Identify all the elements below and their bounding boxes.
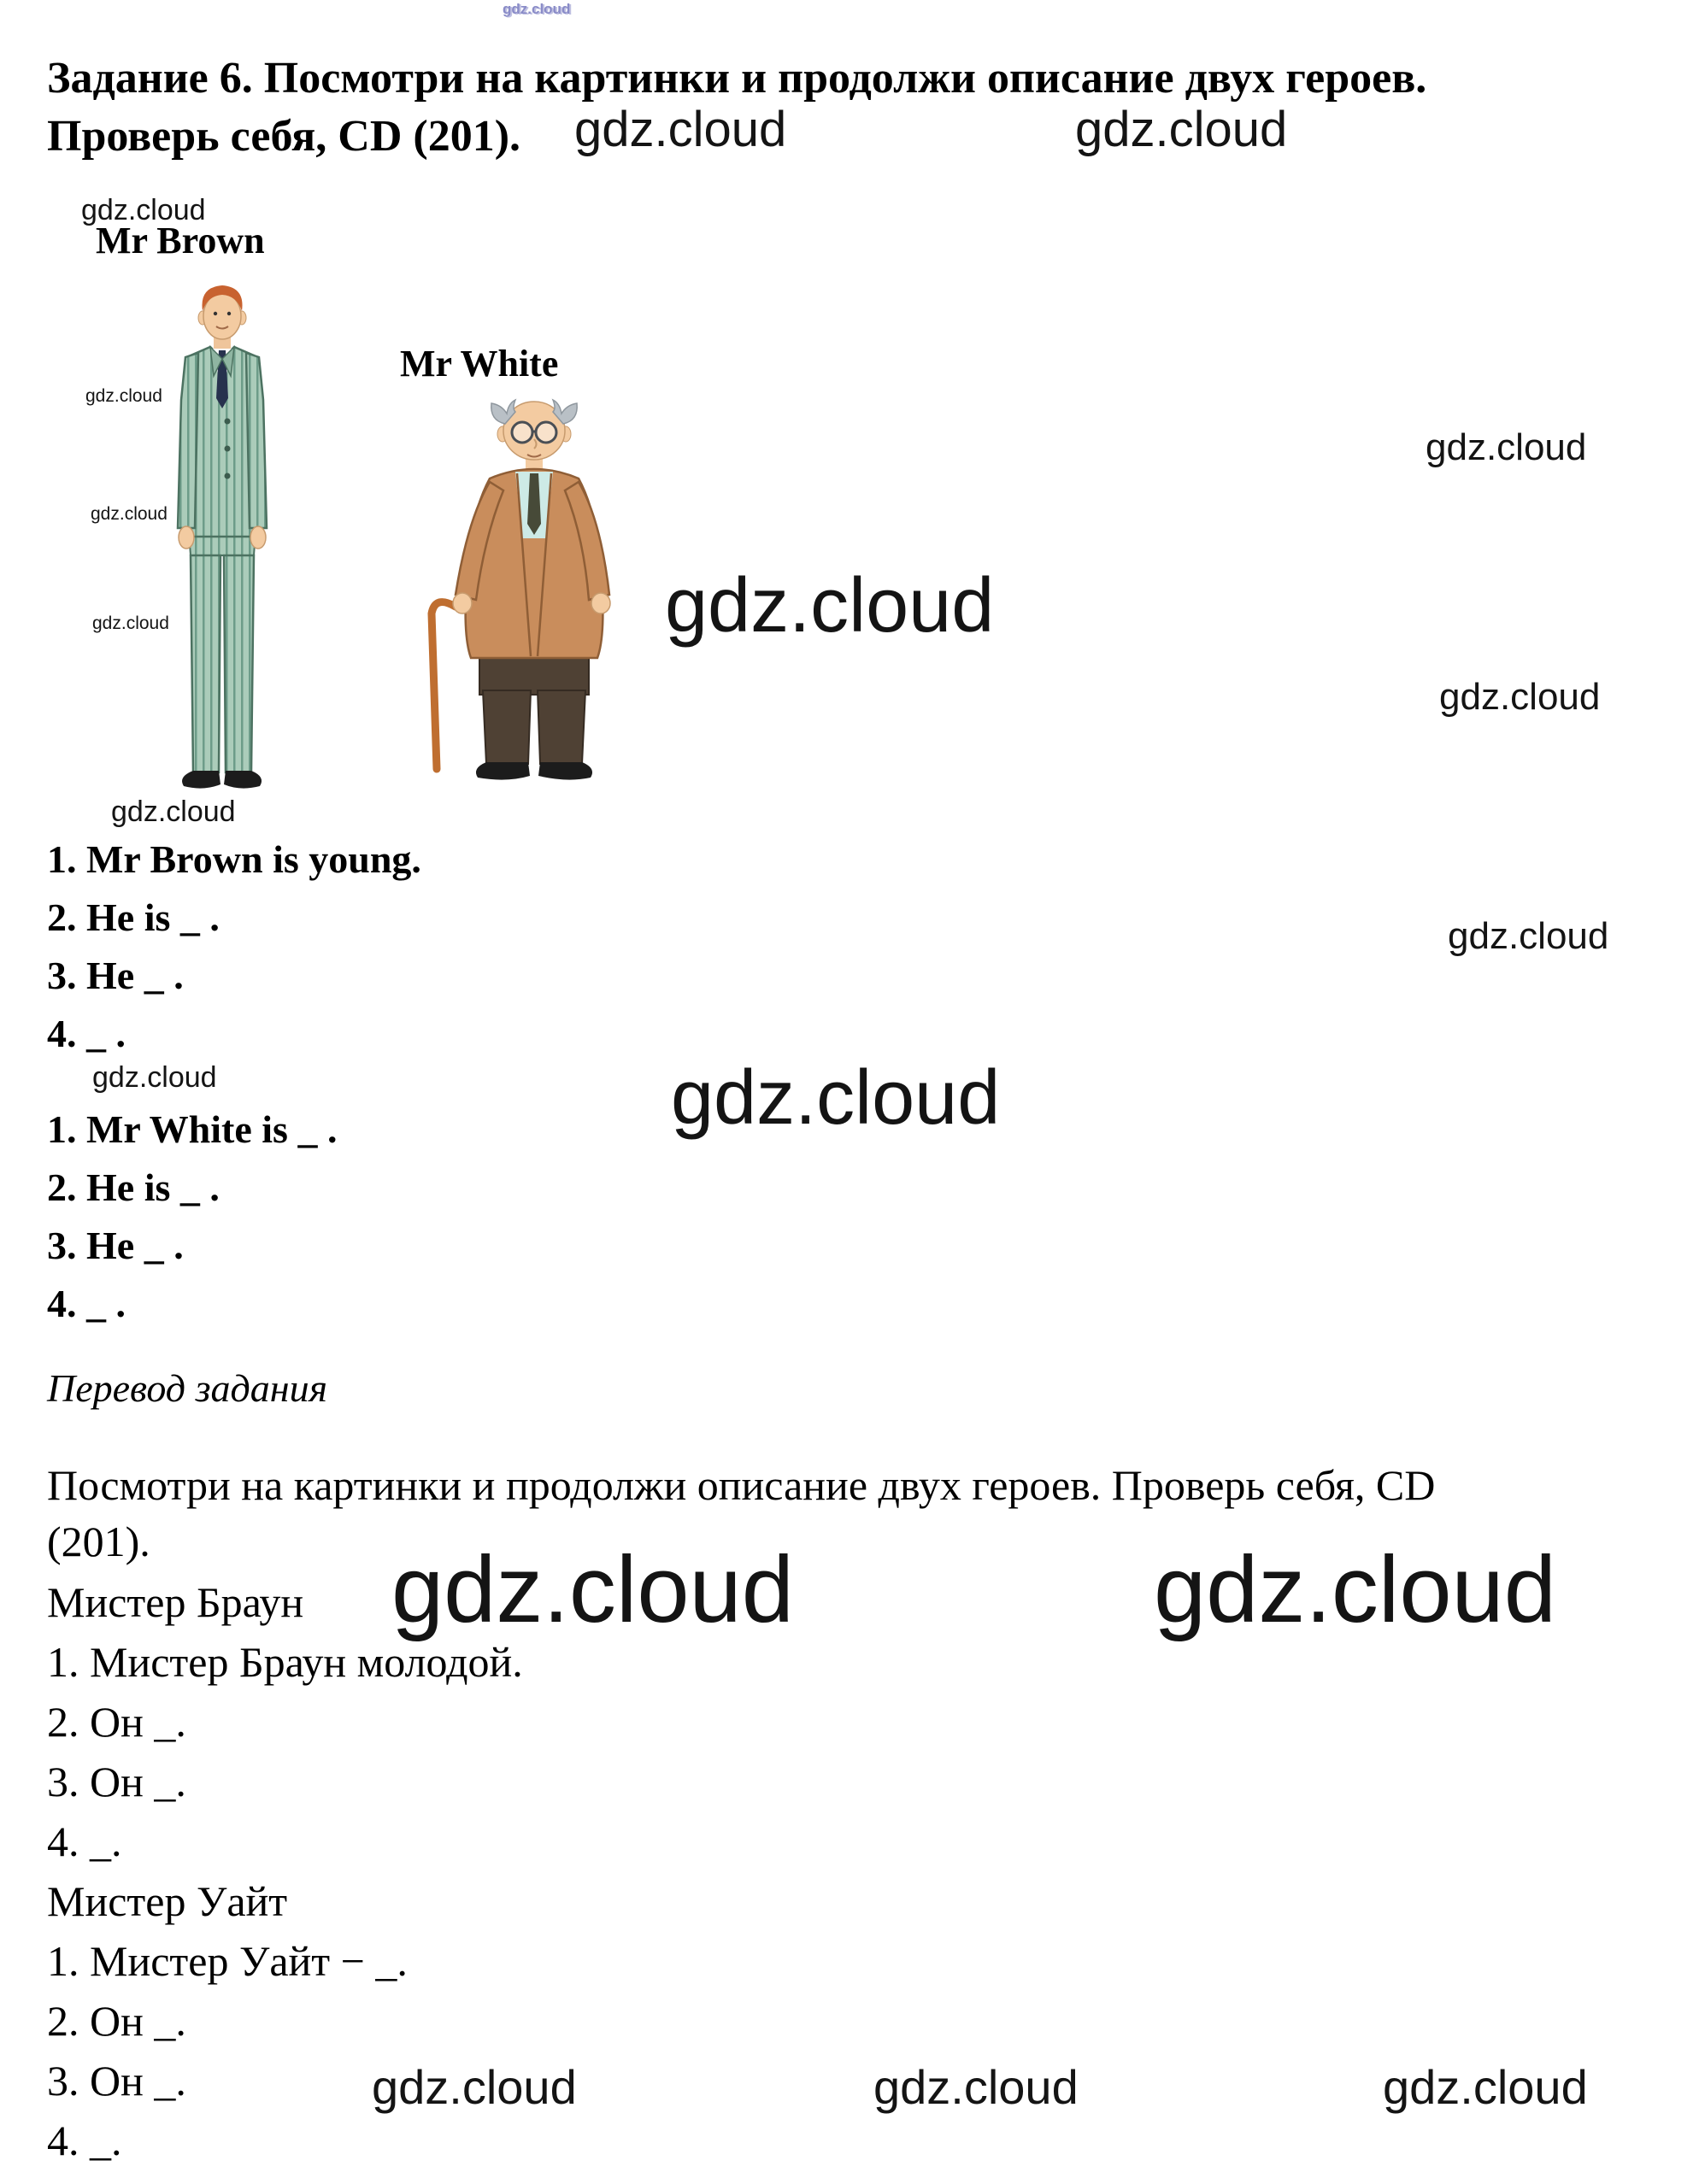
watermark: gdz.cloud xyxy=(92,614,169,633)
watermark: gdz.cloud xyxy=(1448,915,1609,957)
mr-white-label: Mr White xyxy=(400,343,559,385)
brown-task-line: 3. He _ . xyxy=(47,954,184,997)
white-task-list: 1. Mr White is _ . 2. He is _ . 3. He _ … xyxy=(47,1101,337,1333)
translation-paragraph-line1: Посмотри на картинки и продолжи описание… xyxy=(47,1461,1436,1509)
watermark: gdz.cloud xyxy=(85,386,162,406)
brown-task-line: 4. _ . xyxy=(47,1012,126,1055)
watermark: gdz.cloud xyxy=(1383,2060,1588,2114)
translation-heading: Перевод задания xyxy=(47,1366,327,1410)
mr-brown-label: Mr Brown xyxy=(96,220,265,261)
white-translation-title: Мистер Уайт xyxy=(47,1877,288,1925)
translation-lists: Мистер Браун 1. Мистер Браун молодой. 2.… xyxy=(47,1572,523,2170)
white-task-line: 1. Mr White is _ . xyxy=(47,1107,338,1151)
brown-translation-line: 4. _. xyxy=(47,1817,122,1865)
white-translation-line: 3. Он _. xyxy=(47,2057,186,2105)
white-task-line: 3. He _ . xyxy=(47,1224,184,1267)
watermark: gdz.cloud xyxy=(391,1537,794,1642)
brown-translation-line: 2. Он _. xyxy=(47,1698,186,1746)
brown-translation-title: Мистер Браун xyxy=(47,1578,304,1626)
watermark: gdz.cloud xyxy=(665,563,995,649)
white-translation-line: 4. _. xyxy=(47,2116,122,2164)
brown-task-line: 2. He is _ . xyxy=(47,895,220,939)
characters-illustration xyxy=(176,285,611,789)
white-task-line: 2. He is _ . xyxy=(47,1165,220,1209)
task-heading-line2: Проверь себя, CD (201). xyxy=(47,112,521,161)
brown-task-line: 1. Mr Brown is young. xyxy=(47,837,421,881)
watermark: gdz.cloud xyxy=(503,1,571,17)
translation-paragraph: Посмотри на картинки и продолжи описание… xyxy=(47,1457,1435,1570)
watermark: gdz.cloud xyxy=(1154,1537,1556,1642)
white-translation-line: 2. Он _. xyxy=(47,1997,186,2045)
watermark: gdz.cloud xyxy=(1426,426,1587,468)
mr-brown-illustration xyxy=(176,285,268,789)
white-translation-line: 1. Мистер Уайт − _. xyxy=(47,1937,408,1985)
task-heading: Задание 6. Посмотри на картинки и продол… xyxy=(47,50,1426,166)
translation-paragraph-line2: (201). xyxy=(47,1518,150,1565)
watermark: gdz.cloud xyxy=(574,102,787,157)
watermark: gdz.cloud xyxy=(111,796,236,828)
watermark: gdz.cloud xyxy=(671,1055,1001,1141)
mr-white-illustration xyxy=(427,398,611,780)
task-heading-line1: Задание 6. Посмотри на картинки и продол… xyxy=(47,54,1427,103)
brown-translation-line: 3. Он _. xyxy=(47,1758,186,1805)
watermark: gdz.cloud xyxy=(92,1061,217,1094)
brown-translation-line: 1. Мистер Браун молодой. xyxy=(47,1638,523,1686)
watermark: gdz.cloud xyxy=(1075,102,1288,157)
watermark: gdz.cloud xyxy=(372,2060,577,2114)
white-task-line: 4. _ . xyxy=(47,1282,126,1325)
watermark: gdz.cloud xyxy=(91,504,168,524)
watermark: gdz.cloud xyxy=(873,2060,1079,2114)
watermark: gdz.cloud xyxy=(81,194,206,226)
watermark: gdz.cloud xyxy=(1439,676,1601,718)
brown-task-list: 1. Mr Brown is young. 2. He is _ . 3. He… xyxy=(47,831,421,1063)
